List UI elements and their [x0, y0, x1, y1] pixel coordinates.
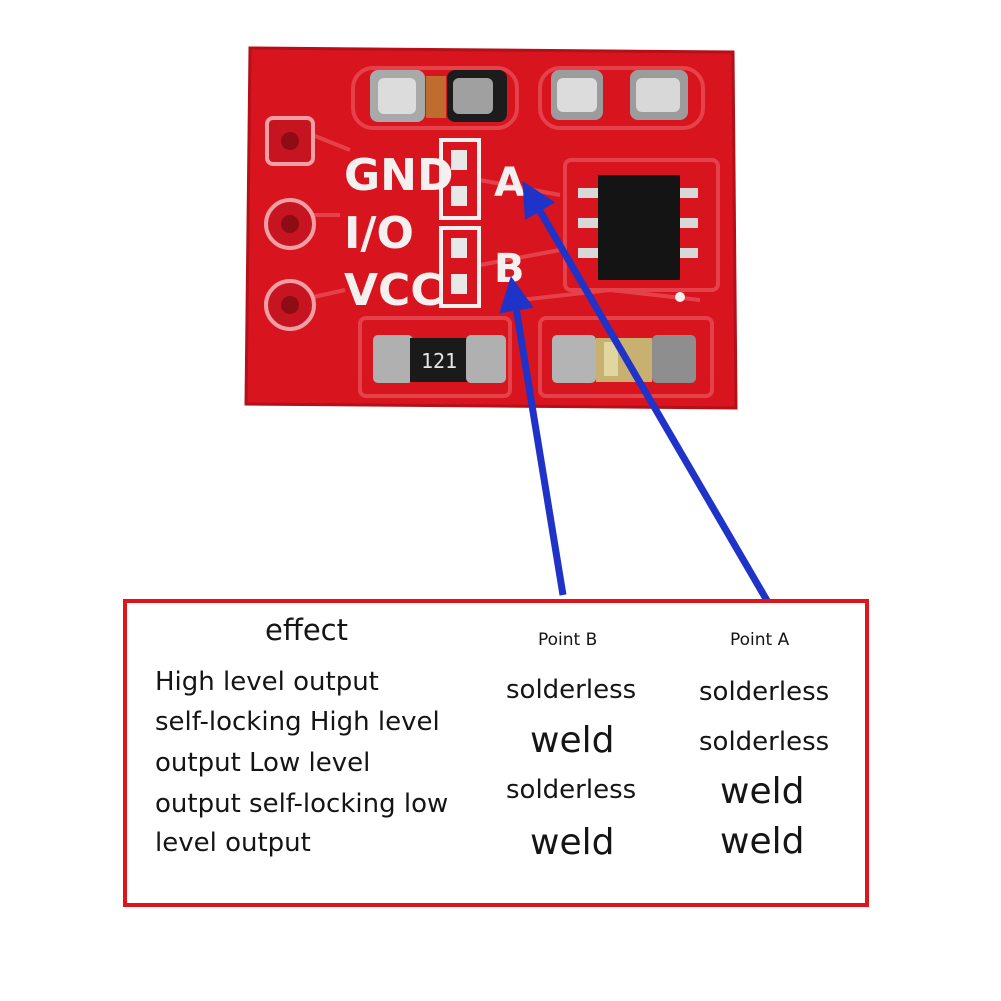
- jumper-mode-table: effect Point B Point A High level output…: [123, 599, 869, 907]
- effect-line: output Low level: [155, 748, 371, 778]
- header-effect: effect: [265, 613, 348, 647]
- point-a-value: weld: [720, 821, 805, 862]
- header-point-b: Point B: [538, 630, 598, 650]
- effect-line: level output: [155, 828, 311, 858]
- point-a-value: weld: [720, 771, 805, 812]
- pcb-traces: [299, 66, 720, 398]
- pin-label-vcc: VCC: [344, 265, 443, 316]
- point-b-value: weld: [530, 822, 615, 863]
- effect-line: High level output: [155, 667, 379, 697]
- ic-chip: [578, 175, 698, 302]
- point-label-a: A: [494, 160, 525, 206]
- effect-line: self-locking High level: [155, 707, 440, 737]
- point-b-value: solderless: [506, 675, 637, 705]
- point-a-value: solderless: [699, 727, 830, 757]
- point-b-value: solderless: [506, 775, 637, 805]
- top-pads: [370, 70, 688, 122]
- header-point-a: Point A: [730, 630, 790, 650]
- pin-label-io: I/O: [344, 208, 414, 259]
- point-b-value: weld: [530, 720, 615, 761]
- arrow-to-point-a: [522, 180, 773, 606]
- resistor-marking: 121: [421, 349, 457, 373]
- arrow-to-point-b: [499, 276, 567, 596]
- resistor-121: [373, 335, 506, 383]
- header-pin-holes: [264, 116, 316, 331]
- jumper-pads: [439, 138, 481, 308]
- pin-label-gnd: GND: [344, 150, 453, 201]
- point-a-value: solderless: [699, 677, 830, 707]
- led-component: [552, 335, 696, 383]
- effect-line: output self-locking low: [155, 789, 449, 819]
